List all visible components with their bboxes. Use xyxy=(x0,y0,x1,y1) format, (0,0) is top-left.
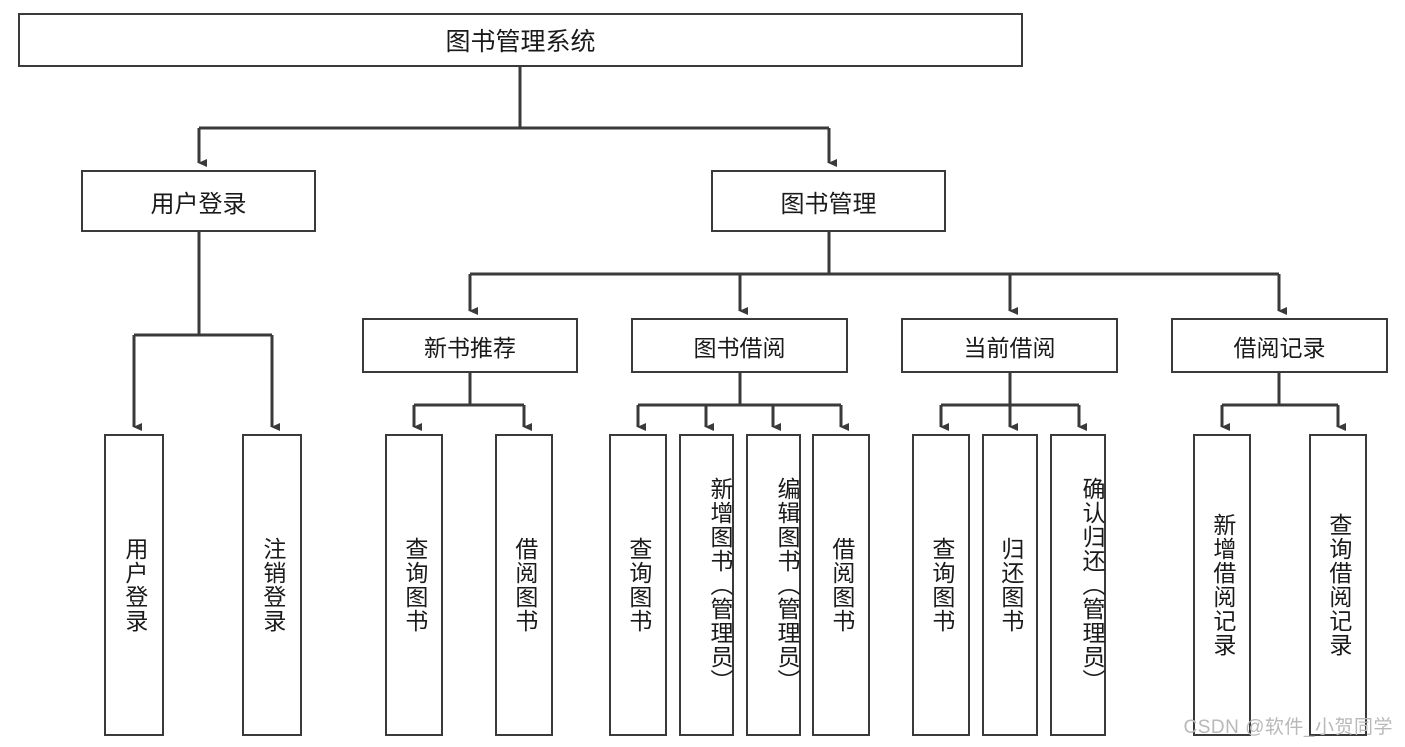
node-current-borrow[interactable]: 当前借阅 xyxy=(901,318,1118,373)
node-book-borrow[interactable]: 图书借阅 xyxy=(631,318,848,373)
node-book-management-label: 图书管理 xyxy=(780,190,877,218)
node-leaf-query-book-current[interactable]: 查询图书 xyxy=(912,434,970,736)
node-leaf-add-borrow-record[interactable]: 新增借阅记录 xyxy=(1193,434,1251,736)
node-leaf-edit-book-admin[interactable]: 编辑图书（管理员） xyxy=(746,434,801,736)
node-borrow-record[interactable]: 借阅记录 xyxy=(1171,318,1388,373)
node-leaf-query-borrow-record[interactable]: 查询借阅记录 xyxy=(1309,434,1367,736)
node-leaf-borrow-book-recommend-label: 借阅图书 xyxy=(511,537,538,633)
node-current-borrow-label: 当前借阅 xyxy=(963,334,1056,361)
node-new-book-recommend-label: 新书推荐 xyxy=(424,334,516,361)
node-book-management[interactable]: 图书管理 xyxy=(711,170,946,232)
node-borrow-record-label: 借阅记录 xyxy=(1233,334,1326,361)
node-leaf-logout-label: 注销登录 xyxy=(259,537,286,633)
node-root-label: 图书管理系统 xyxy=(445,28,596,56)
node-new-book-recommend[interactable]: 新书推荐 xyxy=(362,318,578,373)
watermark: CSDN @软件_小贺同学 xyxy=(1183,717,1393,738)
node-leaf-borrow-book[interactable]: 借阅图书 xyxy=(812,434,870,736)
node-root[interactable]: 图书管理系统 xyxy=(18,13,1023,67)
node-leaf-user-login[interactable]: 用户登录 xyxy=(104,434,164,736)
node-leaf-borrow-book-recommend[interactable]: 借阅图书 xyxy=(495,434,553,736)
node-user-login[interactable]: 用户登录 xyxy=(81,170,316,232)
node-leaf-borrow-book-label: 借阅图书 xyxy=(828,537,855,633)
node-leaf-query-book-borrow-label: 查询图书 xyxy=(625,537,652,633)
node-leaf-logout[interactable]: 注销登录 xyxy=(242,434,302,736)
node-book-borrow-label: 图书借阅 xyxy=(693,334,786,361)
node-leaf-return-book[interactable]: 归还图书 xyxy=(982,434,1038,736)
node-leaf-user-login-label: 用户登录 xyxy=(121,537,148,633)
node-leaf-query-book-recommend[interactable]: 查询图书 xyxy=(385,434,443,736)
node-leaf-add-borrow-record-label: 新增借阅记录 xyxy=(1209,513,1236,657)
node-leaf-add-book-admin[interactable]: 新增图书（管理员） xyxy=(679,434,734,736)
node-leaf-confirm-return-admin-label: 确认归还（管理员） xyxy=(1079,477,1105,693)
node-leaf-confirm-return-admin[interactable]: 确认归还（管理员） xyxy=(1050,434,1106,736)
node-user-login-label: 用户登录 xyxy=(150,190,247,218)
node-leaf-query-book-recommend-label: 查询图书 xyxy=(401,537,428,633)
node-leaf-query-borrow-record-label: 查询借阅记录 xyxy=(1325,513,1352,657)
node-leaf-edit-book-admin-label: 编辑图书（管理员） xyxy=(774,477,800,693)
node-leaf-add-book-admin-label: 新增图书（管理员） xyxy=(707,477,733,693)
node-leaf-query-book-current-label: 查询图书 xyxy=(928,537,955,633)
node-leaf-query-book-borrow[interactable]: 查询图书 xyxy=(609,434,667,736)
node-leaf-return-book-label: 归还图书 xyxy=(997,537,1024,633)
